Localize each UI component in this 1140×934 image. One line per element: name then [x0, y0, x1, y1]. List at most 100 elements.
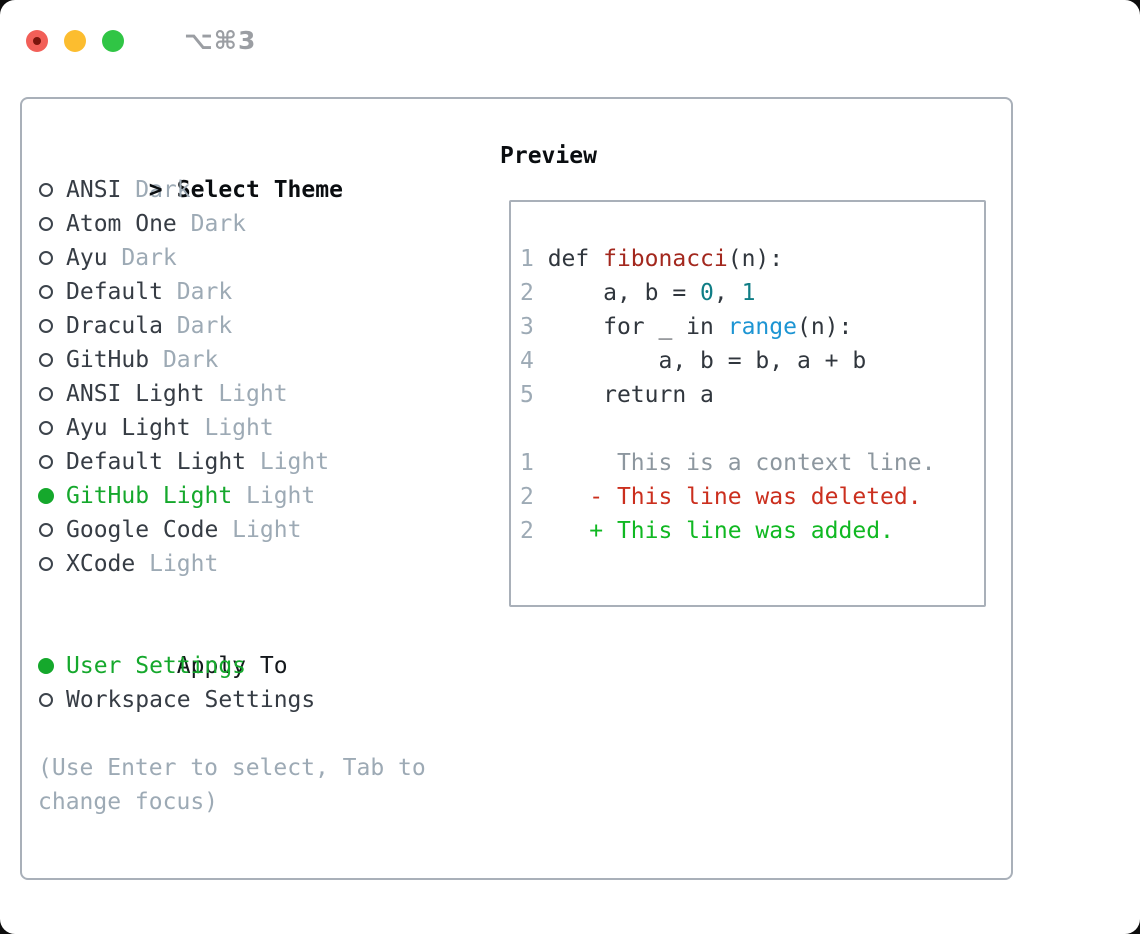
- close-button[interactable]: [26, 29, 48, 52]
- zoom-button[interactable]: [102, 29, 124, 52]
- preview-code-line: 1 This is a context line.: [520, 446, 984, 480]
- radio-ring: [39, 557, 53, 571]
- help-text-line: change focus): [38, 789, 219, 815]
- radio-ring: [39, 421, 53, 435]
- radio-unselected-icon: [38, 513, 66, 547]
- theme-name: GitHub Light: [66, 483, 233, 509]
- select-theme-title: Select Theme: [176, 177, 343, 203]
- theme-name: XCode: [66, 551, 136, 577]
- line-number: 5: [520, 382, 534, 408]
- theme-variant: Light: [246, 449, 330, 475]
- theme-variant: Light: [135, 551, 219, 577]
- preview-title: Preview: [500, 143, 597, 169]
- radio-unselected-icon: [38, 173, 66, 207]
- theme-option-xcode[interactable]: XCode Light: [38, 547, 426, 581]
- code-token: 0: [700, 280, 714, 306]
- preview-code-line: 5 return a: [520, 378, 984, 412]
- unsaved-changes-dot-icon: [33, 36, 41, 45]
- radio-dot: [38, 488, 54, 504]
- code-token: ,: [713, 280, 742, 306]
- theme-name: Google Code: [66, 517, 219, 543]
- titlebar: ⌥⌘3: [26, 26, 256, 55]
- radio-unselected-icon: [38, 547, 66, 581]
- radio-ring: [39, 455, 53, 469]
- theme-variant: Light: [232, 483, 316, 509]
- radio-ring: [39, 183, 53, 197]
- theme-option-github-light[interactable]: GitHub Light Light: [38, 479, 426, 513]
- theme-option-github[interactable]: GitHub Dark: [38, 343, 426, 377]
- theme-name: ANSI: [66, 177, 122, 203]
- radio-ring: [39, 523, 53, 537]
- code-token: def: [533, 246, 604, 272]
- theme-variant: Light: [204, 381, 288, 407]
- theme-option-ayu-light[interactable]: Ayu Light Light: [38, 411, 426, 445]
- code-token: (n):: [727, 246, 784, 272]
- theme-variant: Light: [218, 517, 302, 543]
- radio-unselected-icon: [38, 377, 66, 411]
- line-number: 1: [520, 450, 534, 476]
- theme-option-default[interactable]: Default Dark: [38, 275, 426, 309]
- radio-ring: [39, 319, 53, 333]
- apply-option-user-settings[interactable]: User Settings: [38, 649, 426, 683]
- code-token: (n):: [796, 314, 853, 340]
- code-token: a, b = b, a + b: [533, 348, 867, 374]
- theme-variant: Dark: [121, 177, 191, 203]
- radio-unselected-icon: [38, 683, 66, 717]
- theme-name: ANSI Light: [66, 381, 205, 407]
- apply-to-indent: [149, 649, 177, 683]
- theme-option-atom-one[interactable]: Atom One Dark: [38, 207, 426, 241]
- preview-code-line: 4 a, b = b, a + b: [520, 344, 984, 378]
- minimize-button[interactable]: [64, 29, 86, 52]
- radio-ring: [39, 693, 53, 707]
- apply-option-label: Workspace Settings: [66, 687, 316, 713]
- theme-option-google-code[interactable]: Google Code Light: [38, 513, 426, 547]
- apply-option-workspace-settings[interactable]: Workspace Settings: [38, 683, 426, 717]
- help-text-line: (Use Enter to select, Tab to: [38, 755, 426, 781]
- theme-option-ansi[interactable]: ANSI Dark: [38, 173, 426, 207]
- radio-ring: [39, 353, 53, 367]
- code-token: for _ in: [533, 314, 728, 340]
- radio-unselected-icon: [38, 309, 66, 343]
- code-token: - This line was deleted.: [533, 484, 922, 510]
- theme-option-ayu[interactable]: Ayu Dark: [38, 241, 426, 275]
- radio-selected-icon: [38, 479, 66, 513]
- preview-code-line: [520, 412, 984, 446]
- theme-variant: Dark: [176, 211, 247, 237]
- radio-ring: [39, 387, 53, 401]
- radio-unselected-icon: [38, 275, 66, 309]
- preview-code-line: 2 a, b = 0, 1: [520, 276, 984, 310]
- line-number: 3: [520, 314, 534, 340]
- code-token: + This line was added.: [533, 518, 894, 544]
- apply-to-title: Apply To: [176, 653, 288, 679]
- radio-ring: [39, 251, 53, 265]
- radio-unselected-icon: [38, 445, 66, 479]
- radio-dot: [38, 658, 54, 674]
- theme-name: Default: [66, 279, 163, 305]
- apply-option-label: User Settings: [66, 653, 247, 679]
- spacer: [38, 717, 426, 751]
- line-number: 2: [520, 518, 534, 544]
- theme-name: GitHub: [66, 347, 150, 373]
- theme-name: Atom One: [66, 211, 177, 237]
- theme-variant: Dark: [107, 245, 177, 271]
- theme-option-default-light[interactable]: Default Light Light: [38, 445, 426, 479]
- window-title: ⌥⌘3: [184, 26, 257, 55]
- radio-unselected-icon: [38, 241, 66, 275]
- code-token: 1: [741, 280, 756, 306]
- apply-to-header: Apply To: [38, 615, 426, 679]
- theme-name: Ayu: [66, 245, 108, 271]
- theme-variant: Dark: [162, 313, 233, 339]
- preview-code-line: 3 for _ in range(n):: [520, 310, 984, 344]
- select-theme-header: >Select Theme: [38, 139, 426, 203]
- theme-option-ansi-light[interactable]: ANSI Light Light: [38, 377, 426, 411]
- theme-option-dracula[interactable]: Dracula Dark: [38, 309, 426, 343]
- code-token: a, b =: [533, 280, 701, 306]
- code-token: return a: [533, 382, 714, 408]
- radio-unselected-icon: [38, 411, 66, 445]
- radio-unselected-icon: [38, 343, 66, 377]
